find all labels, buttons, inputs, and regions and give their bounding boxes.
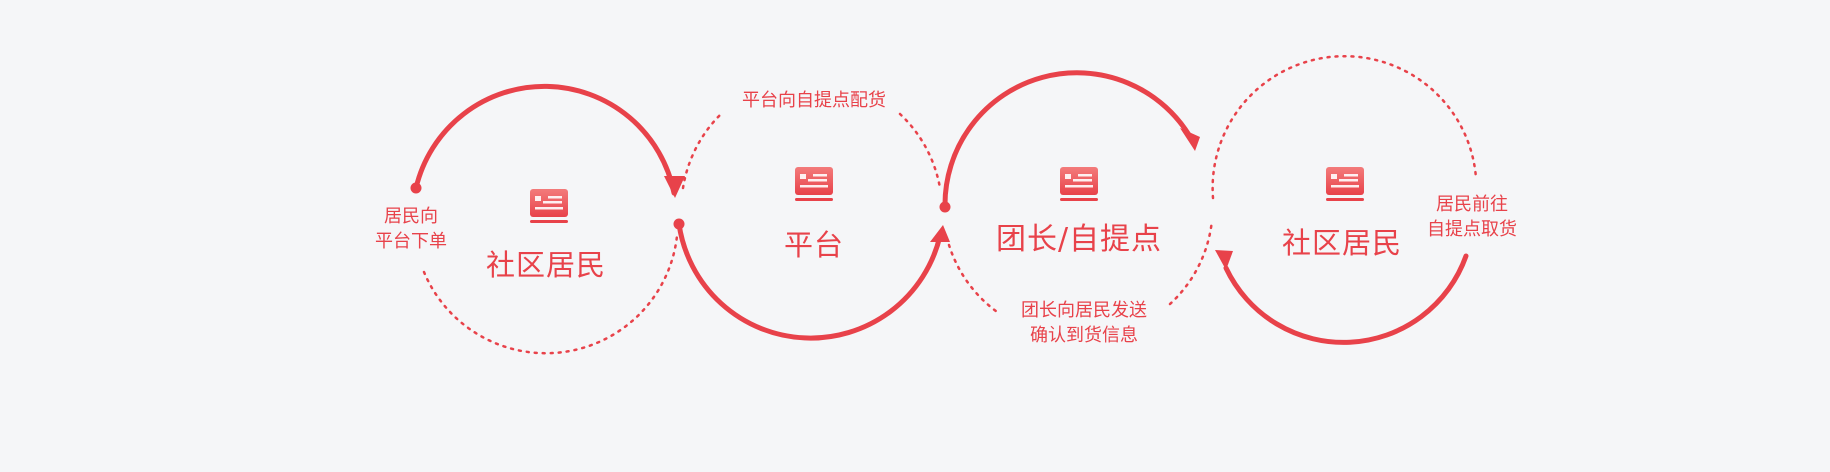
circle-3-start-dot xyxy=(939,201,951,213)
step-label-distribute: 平台向自提点配货 xyxy=(742,88,886,113)
node-label-resident-2: 社区居民 xyxy=(1281,226,1403,260)
circle-2-start-dot xyxy=(673,218,685,230)
circle-1-solid-arc xyxy=(413,83,677,196)
card-icon xyxy=(530,189,568,223)
circle-3-dotted-arc-right xyxy=(1168,218,1214,306)
circle-3-dotted-arc xyxy=(947,243,1002,316)
circle-4-arrowhead xyxy=(1215,250,1233,270)
circle-4-dotted-arc xyxy=(1211,54,1478,200)
step-label-line: 团长向居民发送 xyxy=(1021,300,1147,321)
circle-2-dotted-arc-right xyxy=(898,112,942,190)
card-icon xyxy=(1060,167,1098,201)
circle-2-dotted-arc xyxy=(681,113,722,190)
step-label-line: 居民向 xyxy=(384,206,438,227)
circle-3-arrowhead xyxy=(1180,128,1200,151)
node-label-platform: 平台 xyxy=(783,228,845,262)
node-label-resident-1: 社区居民 xyxy=(485,248,607,282)
circle-1-arrowhead xyxy=(664,176,685,198)
step-label-line: 确认到货信息 xyxy=(1030,325,1138,346)
step-label-pickup: 居民前往 自提点取货 xyxy=(1427,192,1517,242)
node-label-group-leader: 团长/自提点 xyxy=(995,222,1163,257)
step-label-confirm-arrival: 团长向居民发送 确认到货信息 xyxy=(1021,298,1147,348)
circle-2-arrowhead xyxy=(930,225,950,242)
card-icon xyxy=(1326,167,1364,201)
step-label-line: 平台向自提点配货 xyxy=(742,90,886,111)
circle-1-dotted-arc xyxy=(422,234,679,355)
circle-4-solid-arc xyxy=(1223,253,1469,345)
circle-1-start-dot xyxy=(410,182,422,194)
step-label-line: 居民前往 xyxy=(1436,194,1508,215)
step-label-place-order: 居民向 平台下单 xyxy=(375,204,447,254)
circle-3-solid-arc xyxy=(942,70,1195,210)
step-label-line: 自提点取货 xyxy=(1427,219,1517,240)
step-label-line: 平台下单 xyxy=(375,231,447,252)
circle-2-solid-arc xyxy=(676,221,943,341)
card-icon xyxy=(795,167,833,201)
